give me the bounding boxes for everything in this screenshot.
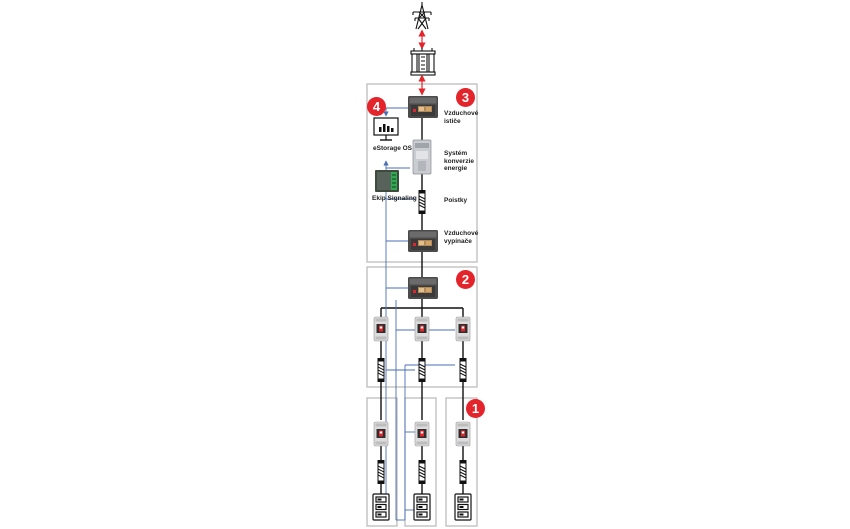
feeder-fuse-right-icon [459,357,467,383]
panel-battery-rack-right [445,397,478,527]
badge-battery-rack: 1 [466,399,485,418]
rack-fuse-left-icon [377,459,385,485]
pcs-cabinet-icon [412,139,432,175]
feeder-fuse-middle-icon [418,357,426,383]
rack-fuse-middle-icon [418,459,426,485]
panel-battery-rack-left [366,397,398,527]
label-fuses: Poistky [444,197,468,204]
badge-energy-system: 3 [456,88,475,107]
rack-breaker-left-icon [373,421,389,447]
monitor-chart-icon [373,117,399,141]
transformer-icon [410,48,436,76]
battery-module-left-icon [372,493,390,521]
feeder-breaker-right-icon [455,316,471,342]
battery-module-middle-icon [413,493,431,521]
label-estorage-os: eStorage OS [373,145,413,152]
rack-breaker-middle-icon [414,421,430,447]
label-air-breakers: Vzduchové ističe [444,110,479,125]
rack-fuse-right-icon [459,459,467,485]
label-ekip-signaling: Ekip Signaling [372,195,417,202]
badge-management: 4 [367,97,386,116]
rack-breaker-right-icon [455,421,471,447]
air-switch-icon [408,230,438,252]
feeder-breaker-left-icon [373,316,389,342]
label-conversion-system: Systém konverzie energie [444,150,474,172]
fuse-icon [418,189,426,215]
plc-module-icon [375,170,399,192]
main-air-breaker-icon [408,96,438,118]
distribution-breaker-icon [408,277,438,299]
feeder-fuse-left-icon [377,357,385,383]
feeder-breaker-middle-icon [414,316,430,342]
battery-module-right-icon [454,493,472,521]
power-line [380,118,464,494]
label-air-switches: Vzduchové vypínače [444,230,479,245]
transmission-tower-icon [412,2,432,30]
badge-distribution: 2 [456,270,475,289]
